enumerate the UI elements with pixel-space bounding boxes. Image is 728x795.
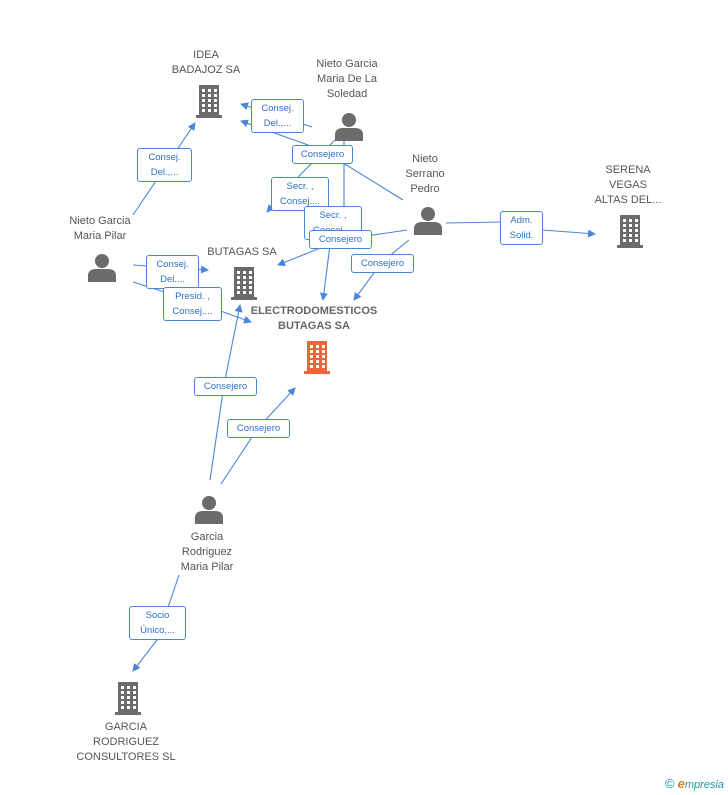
person-icon-nieto-soledad[interactable] (335, 113, 363, 141)
edge-label-pedro-electro[interactable]: Consejero (351, 254, 414, 273)
edge-garcia-sl (132, 574, 180, 672)
edge-label-pedro-butagas[interactable]: Consejero (309, 230, 372, 249)
building-icon-electrodomesticos[interactable] (304, 341, 330, 374)
node-label-idea[interactable]: IDEA BADAJOZ SA (171, 49, 241, 76)
person-icon-nieto-pilar[interactable] (88, 254, 116, 282)
edge-label-garcia-butagas[interactable]: Consejero (194, 377, 257, 396)
empresia-logo: ©empresia (665, 776, 724, 791)
edge-soledad-electro2 (319, 244, 331, 301)
edge-label-pilar-electro[interactable]: Presid. , Consej.... (163, 287, 222, 321)
edge-label-garcia-sl[interactable]: Socio Único,... (129, 606, 186, 640)
edge-label-pedro-serena[interactable]: Adm. Solid. (500, 211, 543, 245)
node-label-butagas[interactable]: BUTAGAS SA (207, 246, 277, 258)
node-label-serena[interactable]: SERENA VEGAS ALTAS DEL... (594, 164, 662, 206)
person-icon-garcia-pilar[interactable] (195, 496, 223, 524)
person-icon-nieto-pedro[interactable] (414, 207, 442, 235)
node-label-nieto-pedro[interactable]: Nieto Serrano Pedro (405, 153, 445, 195)
edge-label-pilar-idea[interactable]: Consej. Del.,... (137, 148, 192, 182)
edge-label-garcia-electro[interactable]: Consejero (227, 419, 290, 438)
edge-label-pedro-idea[interactable]: Consejero (292, 145, 353, 164)
building-icon-idea[interactable] (196, 85, 222, 118)
building-icon-serena[interactable] (617, 215, 643, 248)
node-label-garcia-sl[interactable]: GARCIA RODRIGUEZ CONSULTORES SL (76, 721, 176, 763)
node-label-nieto-pilar[interactable]: Nieto Garcia Maria Pilar (69, 215, 131, 242)
edge-label-pilar-butagas[interactable]: Consej. Del.... (146, 255, 199, 289)
building-icon-butagas[interactable] (231, 267, 257, 300)
edge-label-soledad-butagas[interactable]: Secr. , Consej.... (271, 177, 329, 211)
building-icon-garcia-sl[interactable] (115, 682, 141, 715)
node-label-electrodomesticos[interactable]: ELECTRODOMESTICOS BUTAGAS SA (250, 305, 378, 332)
node-label-garcia-pilar[interactable]: Garcia Rodriguez Maria Pilar (180, 531, 234, 573)
edge-label-soledad-idea[interactable]: Consej. Del.,... (251, 99, 304, 133)
node-label-nieto-soledad[interactable]: Nieto Garcia Maria De La Soledad (316, 58, 378, 100)
